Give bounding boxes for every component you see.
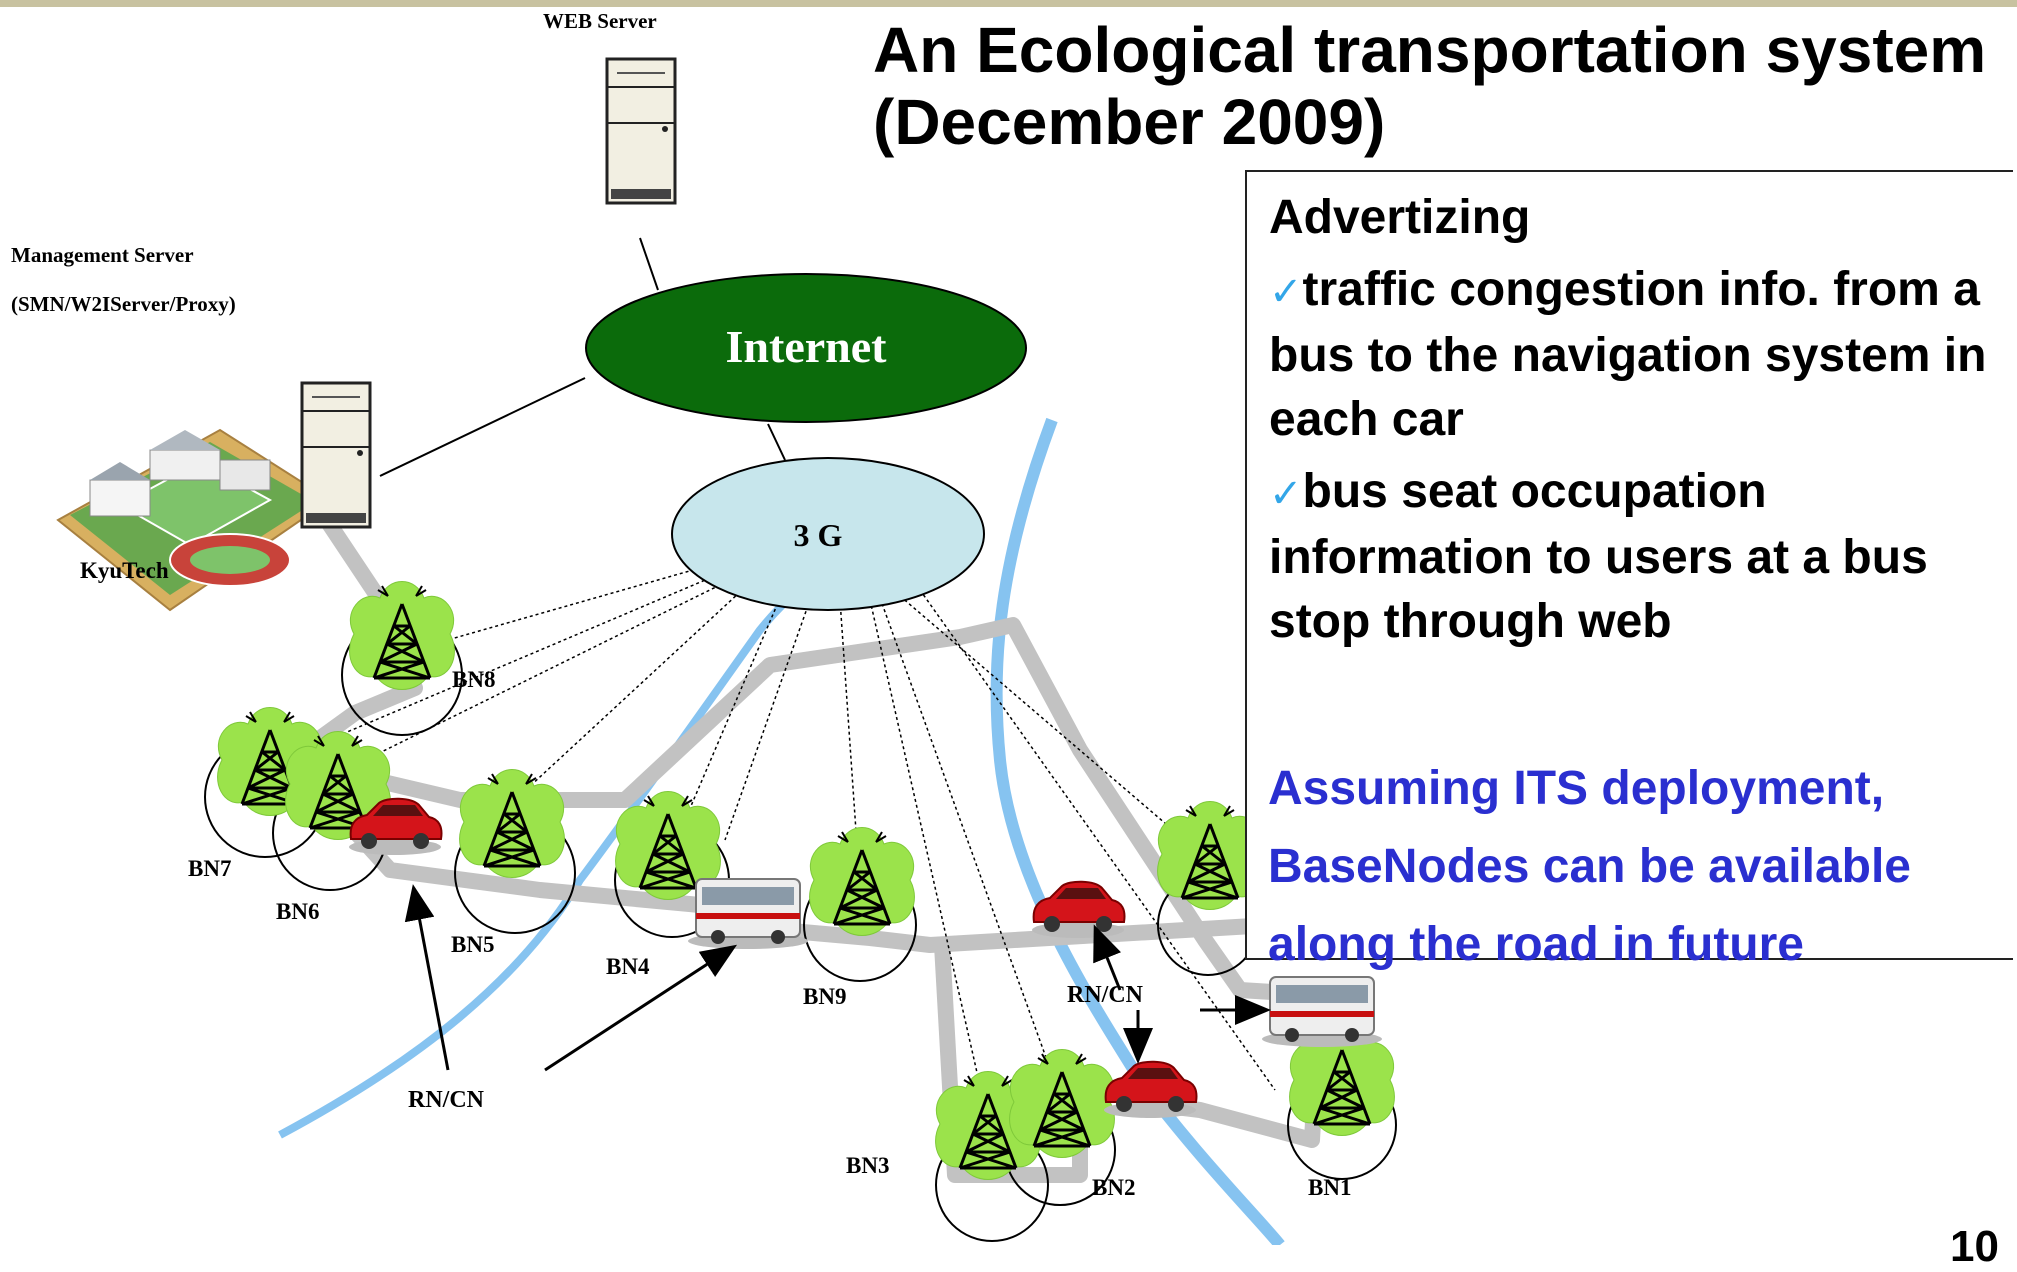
info-panel: Advertizing ✓traffic congestion info. fr…: [1245, 170, 2013, 960]
bn6-label: BN6: [276, 899, 320, 924]
bullet-text: bus seat occupation information to users…: [1269, 465, 1928, 648]
bn2-label: BN2: [1092, 1175, 1136, 1200]
title-line-2: (December 2009): [873, 86, 1386, 158]
web-server-icon: [605, 57, 677, 205]
bus-icon: [687, 878, 809, 950]
bullet-item: ✓bus seat occupation information to user…: [1269, 460, 2013, 654]
car-icon: [1103, 1060, 1198, 1119]
campus-illustration: [56, 428, 332, 612]
bn9-label: BN9: [803, 984, 847, 1009]
info-heading: Advertizing: [1269, 191, 1531, 244]
bullet-text: traffic congestion info. from a bus to t…: [1269, 263, 1987, 446]
top-border: [0, 0, 2017, 7]
management-server-sublabel: (SMN/W2IServer/Proxy): [11, 292, 236, 316]
campus-label: KyuTech: [80, 558, 169, 583]
bn5-label: BN5: [451, 932, 495, 957]
rn-cn-label-left: RN/CN: [408, 1087, 484, 1113]
page-title: An Ecological transportation system (Dec…: [873, 14, 2003, 158]
bn2-tower-icon: [1008, 1048, 1116, 1159]
bn8-tower-icon: [348, 580, 456, 691]
management-server-icon: [300, 381, 372, 529]
title-line-1: An Ecological transportation system: [873, 14, 1987, 86]
bn4-label: BN4: [606, 954, 650, 979]
page-number: 10: [1950, 1222, 1999, 1271]
bn3-label: BN3: [846, 1153, 890, 1178]
network-diagram: Internet 3 G: [0, 0, 2017, 1245]
bn8-label: BN8: [452, 667, 496, 692]
bn5-tower-icon: [458, 768, 566, 879]
deployment-note: Assuming ITS deployment, BaseNodes can b…: [1268, 762, 1911, 971]
bn1-label: BN1: [1308, 1175, 1352, 1200]
wireless-links: [299, 567, 1276, 1131]
rn-cn-label-right: RN/CN: [1067, 982, 1143, 1008]
three-g-cloud: [671, 457, 985, 611]
three-g-label: 3 G: [794, 517, 843, 553]
bullet-item: ✓traffic congestion info. from a bus to …: [1269, 258, 2013, 452]
internet-cloud: [585, 273, 1027, 423]
bn9-tower-icon: [808, 826, 916, 937]
link-management-internet: [379, 377, 586, 477]
management-server-label: Management Server: [11, 243, 194, 267]
checkmark-icon: ✓: [1269, 472, 1303, 516]
link-web-internet: [639, 237, 659, 291]
bus-icon: [1261, 976, 1383, 1048]
bn7-label: BN7: [188, 856, 232, 881]
car-icon: [1031, 880, 1126, 939]
link-internet-3g: [767, 423, 786, 461]
river: [990, 417, 1285, 1245]
web-server-label: WEB Server: [543, 9, 657, 33]
arrows: [404, 884, 1271, 1072]
checkmark-icon: ✓: [1269, 270, 1303, 314]
internet-label: Internet: [726, 321, 888, 372]
